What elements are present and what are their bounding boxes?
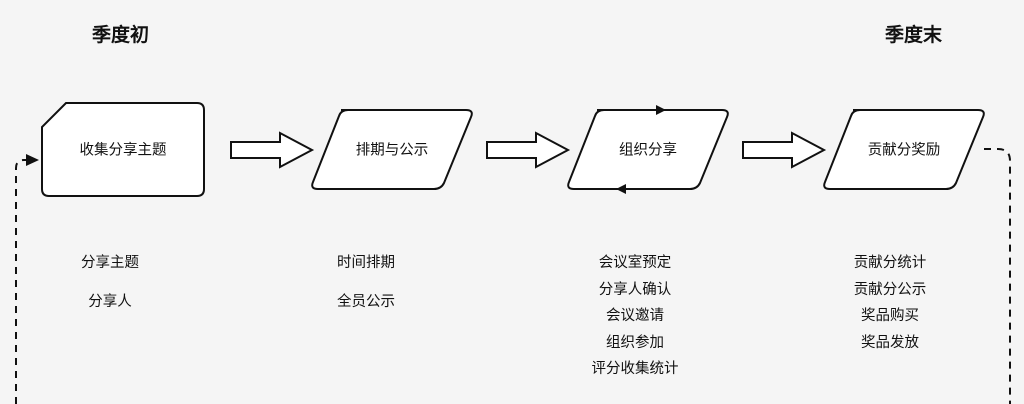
detail-item: 分享人 <box>88 294 132 310</box>
flow-arrow-1 <box>230 131 315 169</box>
detail-item: 会议室预定 <box>598 255 672 271</box>
cycle-arrow-top-icon <box>656 105 666 115</box>
flow-arrow-3 <box>742 131 827 169</box>
phase-end-label: 季度末 <box>885 24 943 46</box>
detail-item: 贡献分统计 <box>853 255 927 271</box>
step-organize-details: 会议室预定 分享人确认 会议邀请 组织参加 评分收集统计 <box>555 252 715 385</box>
step-collect-label: 收集分享主题 <box>79 142 167 159</box>
feedback-loop-return-line <box>15 159 30 404</box>
detail-item: 会议邀请 <box>606 308 664 324</box>
step-reward-shape <box>823 109 985 190</box>
step-schedule-details: 时间排期 全员公示 <box>286 252 446 330</box>
step-reward-details: 贡献分统计 贡献分公示 奖品购买 奖品发放 <box>810 252 970 358</box>
step-schedule-shape <box>311 109 473 190</box>
phase-start-label: 季度初 <box>92 24 150 46</box>
detail-item: 分享主题 <box>81 255 139 271</box>
step-schedule-label: 排期与公示 <box>355 142 429 159</box>
flow-arrow-2 <box>486 131 571 169</box>
step-reward-label: 贡献分奖励 <box>867 142 941 159</box>
cycle-arrow-bottom-icon <box>616 184 626 194</box>
detail-item: 评分收集统计 <box>591 361 679 377</box>
detail-item: 全员公示 <box>337 294 395 310</box>
step-collect-details: 分享主题 分享人 <box>30 252 190 330</box>
detail-item: 时间排期 <box>337 255 395 271</box>
feedback-arrowhead-icon <box>26 154 39 166</box>
feedback-loop-line <box>984 148 1011 404</box>
step-organize-shape <box>567 109 729 190</box>
detail-item: 奖品购买 <box>861 308 919 324</box>
detail-item: 奖品发放 <box>861 334 919 351</box>
detail-item: 组织参加 <box>606 334 664 351</box>
step-organize-label: 组织分享 <box>619 142 677 159</box>
detail-item: 分享人确认 <box>598 281 672 298</box>
step-collect-shape <box>41 102 205 197</box>
detail-item: 贡献分公示 <box>853 281 927 298</box>
